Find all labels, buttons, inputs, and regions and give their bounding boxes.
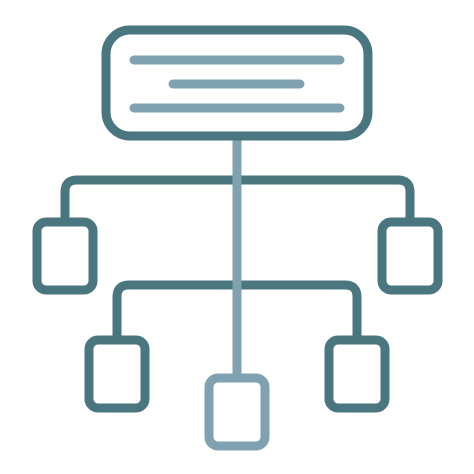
child-node-right-lower	[324, 335, 390, 413]
child-node-left-lower	[84, 335, 150, 413]
child-node-left-upper	[32, 217, 98, 295]
child-node-right-upper	[377, 217, 443, 295]
child-node-center	[204, 373, 270, 451]
